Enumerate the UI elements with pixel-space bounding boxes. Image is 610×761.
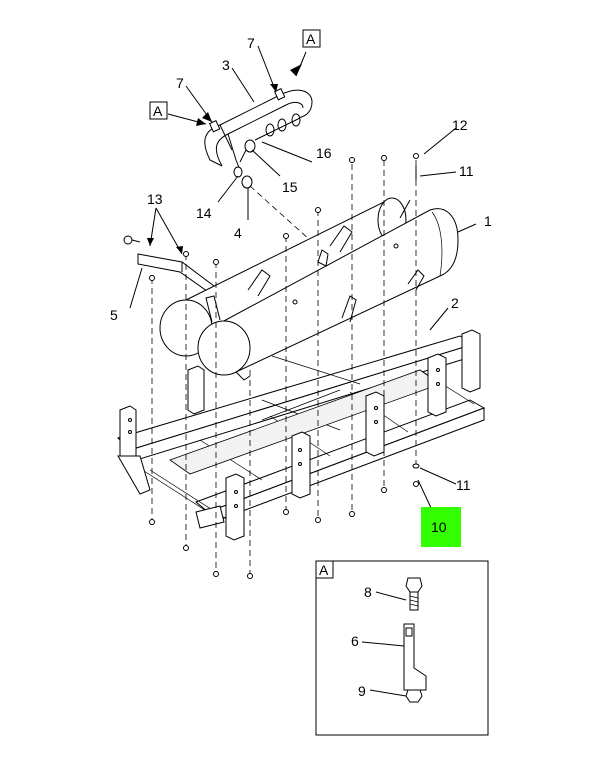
fitting-14-4: [233, 166, 253, 189]
air-tube-3: [204, 89, 313, 171]
callout-7-top: 7: [247, 35, 255, 51]
callout-6: 6: [351, 633, 359, 649]
frame-feet: [117, 455, 225, 529]
callout-3: 3: [222, 57, 230, 73]
highlight-callout-10[interactable]: [421, 507, 461, 547]
callout-10[interactable]: 10: [431, 519, 447, 535]
washer-11-bottom: [412, 463, 420, 469]
callout-9: 9: [358, 683, 366, 699]
air-tank-1: [197, 208, 459, 376]
callout-14: 14: [196, 205, 212, 221]
leader-dash: [249, 185, 331, 259]
view-ref-box-left: [149, 101, 168, 120]
leader-arrows: [147, 64, 302, 254]
callout-8: 8: [364, 584, 372, 600]
view-a-arrow-top: [295, 51, 307, 77]
tank-straps: [205, 199, 425, 381]
callout-5: 5: [110, 307, 118, 323]
callout-11-bottom: 11: [456, 477, 471, 493]
callout-4: 4: [234, 225, 242, 241]
callout-7-left: 7: [176, 75, 184, 91]
tank-valve: [317, 249, 329, 267]
callout-11-top: 11: [459, 163, 474, 179]
fitting-15: [239, 139, 256, 163]
fitting-16: [254, 113, 301, 141]
callout-16: 16: [316, 145, 332, 161]
view-ref-label-left: A: [153, 103, 163, 119]
callout-15: 15: [282, 179, 298, 195]
detail-box-label: A: [319, 562, 329, 578]
tube-clip-7: [208, 88, 286, 133]
fastener-drop-lines: [151, 160, 417, 574]
frame-posts: [119, 329, 481, 541]
view-ref-label-top: A: [306, 31, 316, 47]
callout-1: 1: [484, 213, 492, 229]
bracket-eye: [123, 235, 133, 245]
detail-box-a: [315, 560, 489, 736]
callout-2: 2: [451, 295, 459, 311]
bolts: [149, 153, 419, 579]
callout-12: 12: [452, 117, 468, 133]
view-ref-box-top: [302, 29, 321, 48]
callout-13: 13: [147, 191, 163, 207]
